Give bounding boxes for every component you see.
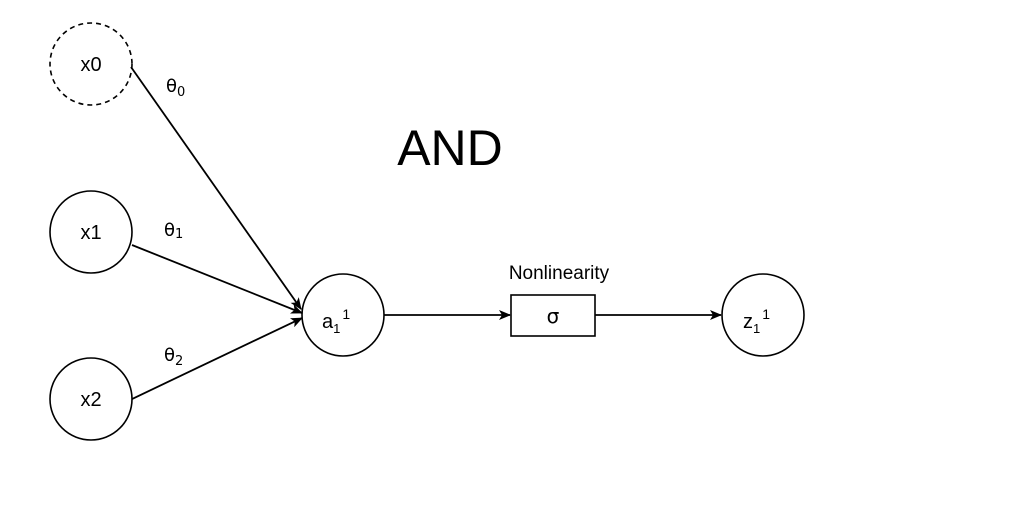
nonlinearity-box: σ: [510, 294, 596, 337]
input-label-x0: x0: [80, 54, 101, 76]
weight-label-theta0: θ0: [166, 76, 185, 100]
output-node: z11: [721, 273, 805, 357]
activation-label: a11: [322, 306, 350, 336]
input-label-x2: x2: [80, 389, 101, 411]
activation-node: a11: [301, 273, 385, 357]
nonlinearity-caption: Nonlinearity: [509, 263, 610, 284]
sigma-symbol: σ: [547, 304, 560, 328]
weight-label-theta2: θ2: [164, 345, 183, 369]
diagram-title: AND: [397, 120, 503, 176]
output-label: z11: [743, 306, 770, 336]
input-label-x1: x1: [80, 222, 101, 244]
input-node-x2: x2: [49, 357, 133, 441]
input-node-x1: x1: [49, 190, 133, 274]
weight-label-theta1: θ1: [164, 220, 183, 242]
edge-x1-to-a: [131, 244, 303, 314]
edge-x0-to-a: [130, 66, 302, 310]
input-node-x0: x0: [49, 22, 133, 106]
edge-x2-to-a: [131, 317, 303, 400]
